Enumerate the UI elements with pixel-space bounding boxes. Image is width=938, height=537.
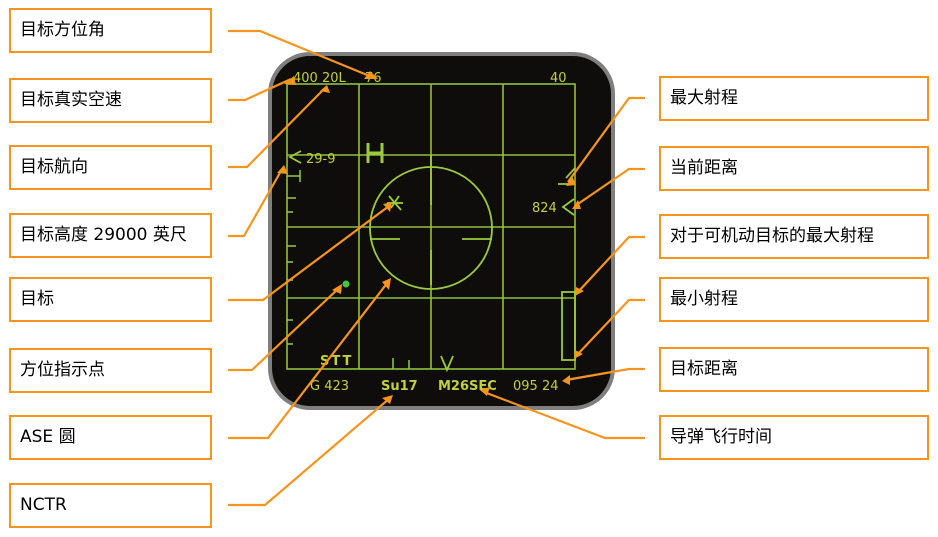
label-ase-circle: ASE 圆 <box>9 415 212 460</box>
label-target-azimuth: 目标方位角 <box>9 8 212 53</box>
hud-nctr: Su17 <box>381 379 418 394</box>
hud-bottom-left: G 423 <box>310 379 349 394</box>
label-target: 目标 <box>9 277 212 322</box>
steering-dot <box>342 280 350 288</box>
label-nctr: NCTR <box>9 483 212 528</box>
leader-arrowheads <box>277 71 584 404</box>
display-screen <box>272 56 611 406</box>
leader-lines <box>228 29 645 507</box>
hud-top-right: 40 <box>550 71 567 86</box>
label-target-altitude: 目标高度 29000 英尺 <box>9 213 212 258</box>
hud-mode: STT <box>320 354 353 369</box>
label-target-heading: 目标航向 <box>9 145 212 190</box>
label-min-range: 最小射程 <box>659 277 929 322</box>
label-maneuverable-max-range: 对于可机动目标的最大射程 <box>659 214 929 259</box>
label-steering-dot: 方位指示点 <box>9 348 212 393</box>
hud-target-range: 095 24 <box>513 379 559 394</box>
h-symbol <box>366 143 384 163</box>
label-target-range: 目标距离 <box>659 347 929 392</box>
hud-symbology <box>288 143 576 373</box>
label-target-true-airspeed: 目标真实空速 <box>9 78 212 123</box>
hud-top-left: 400 20L <box>293 71 346 86</box>
hud-altitude: 29-9 <box>306 152 336 167</box>
label-missile-time-of-flight: 导弹飞行时间 <box>659 415 929 460</box>
label-max-range: 最大射程 <box>659 76 929 121</box>
hud-current-range: 824 <box>532 201 557 216</box>
label-current-range: 当前距离 <box>659 146 929 191</box>
